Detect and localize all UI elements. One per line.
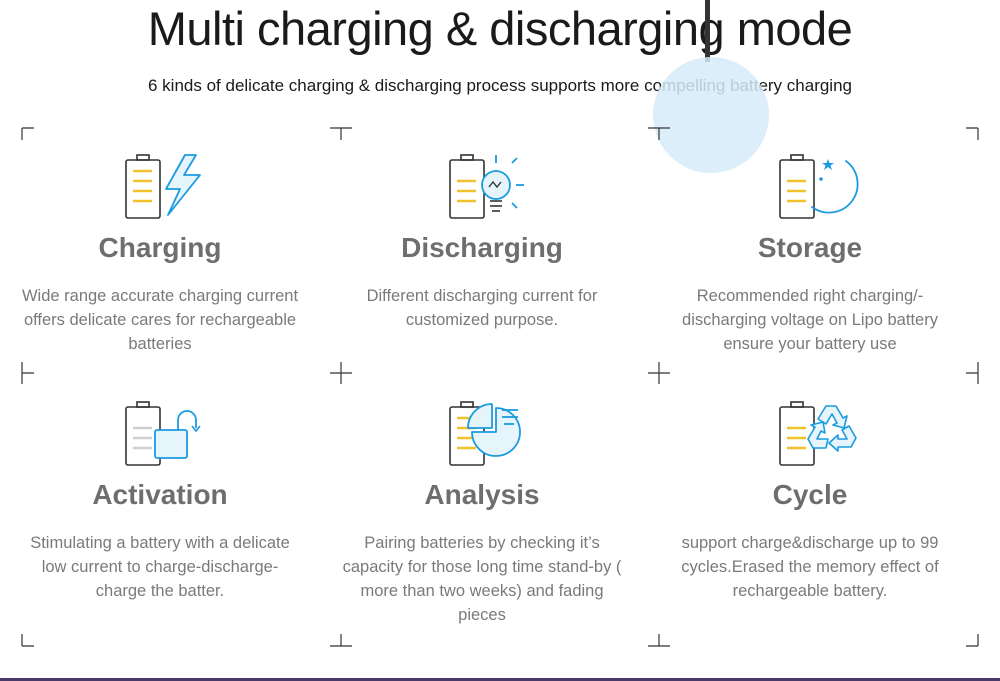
feature-description: Pairing batteries by checking it’s capac… [342,534,622,624]
text-cursor [705,0,710,62]
bottom-divider [0,678,1000,681]
battery-lightning-icon [0,153,320,223]
battery-lightbulb-icon [322,153,642,223]
highlight-circle [653,57,769,173]
page-title: Multi charging & discharging mode [147,2,853,55]
battery-unlock-icon [0,400,320,470]
feature-name: Activation [92,479,228,510]
feature-name: Analysis [424,479,540,510]
feature-description: Stimulating a battery with a delicate lo… [30,534,290,600]
battery-pie-chart-icon [322,400,642,470]
feature-description: Different discharging current for custom… [366,287,598,329]
feature-name: Charging [98,232,222,263]
feature-description: support charge&discharge up to 99 cycles… [681,534,939,600]
feature-name: Discharging [401,232,563,263]
battery-moon-icon [650,153,970,223]
feature-name: Storage [757,232,863,263]
feature-description: Recommended right charging/-discharging … [682,287,938,353]
feature-description: Wide range accurate charging current off… [21,287,299,353]
feature-name: Cycle [772,479,848,510]
battery-recycle-icon [650,400,970,470]
